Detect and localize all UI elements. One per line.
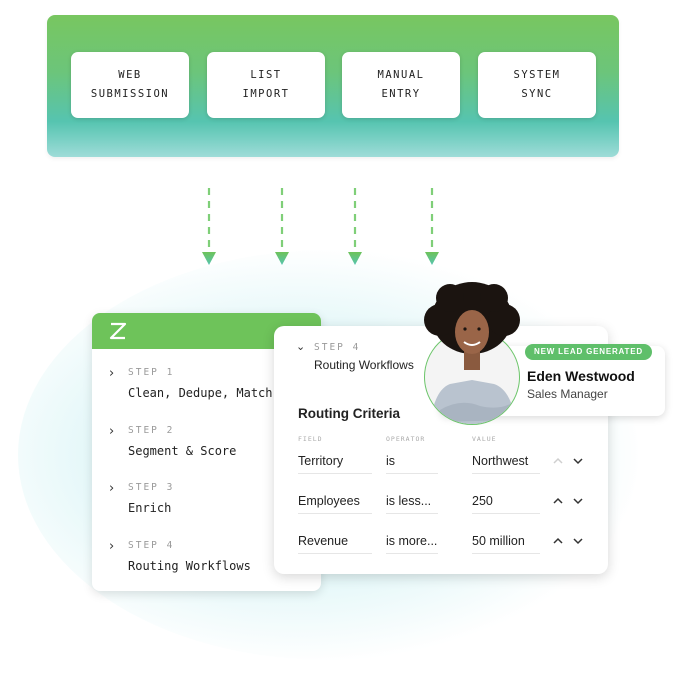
lead-sources-banner: WEB SUBMISSION LIST IMPORT MANUAL ENTRY … [47,15,619,157]
column-header-value: VALUE [472,435,497,443]
step-number: STEP 3 [128,482,175,493]
avatar [424,282,520,425]
column-header-operator: OPERATOR [386,435,426,443]
lead-role: Sales Manager [527,387,608,401]
source-manual-entry: MANUAL ENTRY [342,52,460,118]
chevron-right-icon: › [109,366,115,381]
criteria-operator[interactable]: is less... [386,494,438,514]
step-number: STEP 4 [128,540,175,551]
source-list-import: LIST IMPORT [207,52,325,118]
criteria-value[interactable]: Northwest [472,454,540,474]
column-header-field: FIELD [298,435,323,443]
step-number: STEP 2 [128,425,175,436]
routing-step-number: STEP 4 [314,342,361,353]
chevron-right-icon: › [109,481,115,496]
chevron-up-icon[interactable] [553,457,563,465]
criteria-field[interactable]: Employees [298,494,372,514]
lead-name: Eden Westwood [527,368,635,384]
chevron-up-icon[interactable] [553,537,563,545]
arrow-3-head [348,252,362,265]
step-name: Segment & Score [128,444,237,458]
new-lead-badge: NEW LEAD GENERATED [525,344,652,360]
chevron-right-icon: › [109,424,115,439]
routing-step-title: Routing Workflows [314,358,414,372]
chevron-down-icon[interactable] [573,457,583,465]
step-name: Enrich [128,501,172,515]
step-name: Routing Workflows [128,559,251,573]
routing-criteria-heading: Routing Criteria [298,406,401,421]
source-web-submission: WEB SUBMISSION [71,52,189,118]
arrow-1-head [202,252,216,265]
source-system-sync: SYSTEM SYNC [478,52,596,118]
criteria-value[interactable]: 250 [472,494,540,514]
chevron-down-icon[interactable] [573,497,583,505]
criteria-operator[interactable]: is [386,454,438,474]
criteria-field[interactable]: Territory [298,454,372,474]
arrow-2-head [275,252,289,265]
step-number: STEP 1 [128,367,175,378]
zendesk-z-icon [109,322,127,340]
criteria-operator[interactable]: is more... [386,534,438,554]
arrow-4-head [425,252,439,265]
criteria-value[interactable]: 50 million [472,534,540,554]
chevron-up-icon[interactable] [553,497,563,505]
chevron-down-icon[interactable] [573,537,583,545]
chevron-right-icon: › [109,539,115,554]
step-name: Clean, Dedupe, Match [128,386,273,400]
criteria-field[interactable]: Revenue [298,534,372,554]
chevron-down-icon[interactable]: ⌄ [296,341,306,353]
